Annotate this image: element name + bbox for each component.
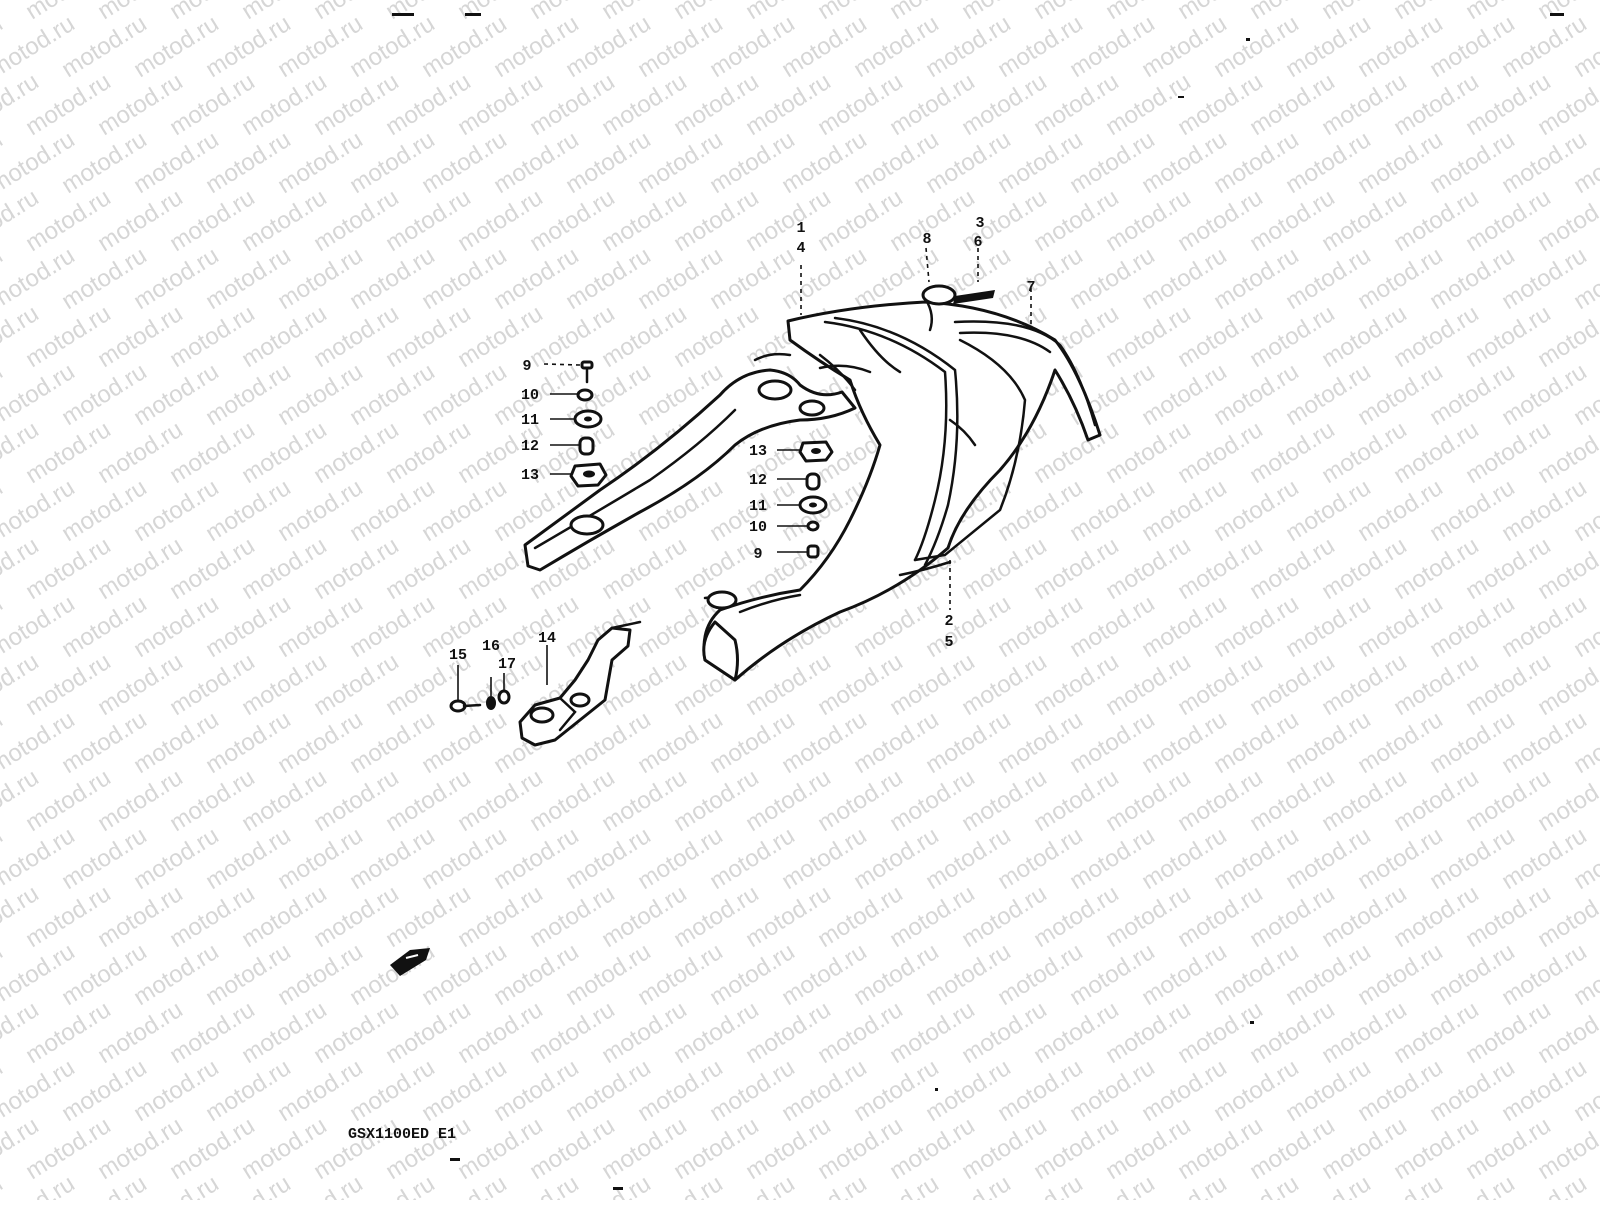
callout-15: 15 [449,647,467,664]
callout-left-11: 11 [521,412,539,429]
leader-lines [457,247,1032,700]
callout-right-12: 12 [749,472,767,489]
seat-tail-cowl [702,300,1102,682]
rubber-cap-part-8 [921,284,957,332]
callout-7: 7 [1026,279,1035,296]
callout-right-13: 13 [749,443,767,460]
scan-specks [392,13,1564,1190]
front-arrow-icon [390,948,430,976]
callout-right-11: 11 [749,498,767,515]
callout-left-10: 10 [521,387,539,404]
left-rail-bracket [523,352,872,572]
watermark-text: motod.ru [0,1170,8,1200]
callout-14: 14 [538,630,556,647]
callout-left-12: 12 [521,438,539,455]
model-label: GSX1100ED E1 [348,1126,456,1143]
callout-left-9: 9 [522,358,531,375]
callout-numbers: 1 4 8 3 6 7 2 5 9 10 11 12 13 13 12 11 1… [449,215,1036,673]
bracket-part-14 [518,620,642,747]
callout-6: 6 [973,234,982,251]
callout-4: 4 [796,240,805,257]
callout-3: 3 [975,215,984,232]
emblem-part-3 [953,290,995,304]
callout-1: 1 [796,220,805,237]
callout-left-13: 13 [521,467,539,484]
callout-17: 17 [498,656,516,673]
callout-2: 2 [944,613,953,630]
callout-right-9: 9 [753,546,762,563]
callout-8: 8 [922,231,931,248]
hardware-left-stack [569,360,608,488]
callout-16: 16 [482,638,500,655]
callout-right-10: 10 [749,519,767,536]
hardware-bracket-bolts [449,689,511,713]
hardware-right-stack [798,440,834,559]
callout-5: 5 [944,634,953,651]
